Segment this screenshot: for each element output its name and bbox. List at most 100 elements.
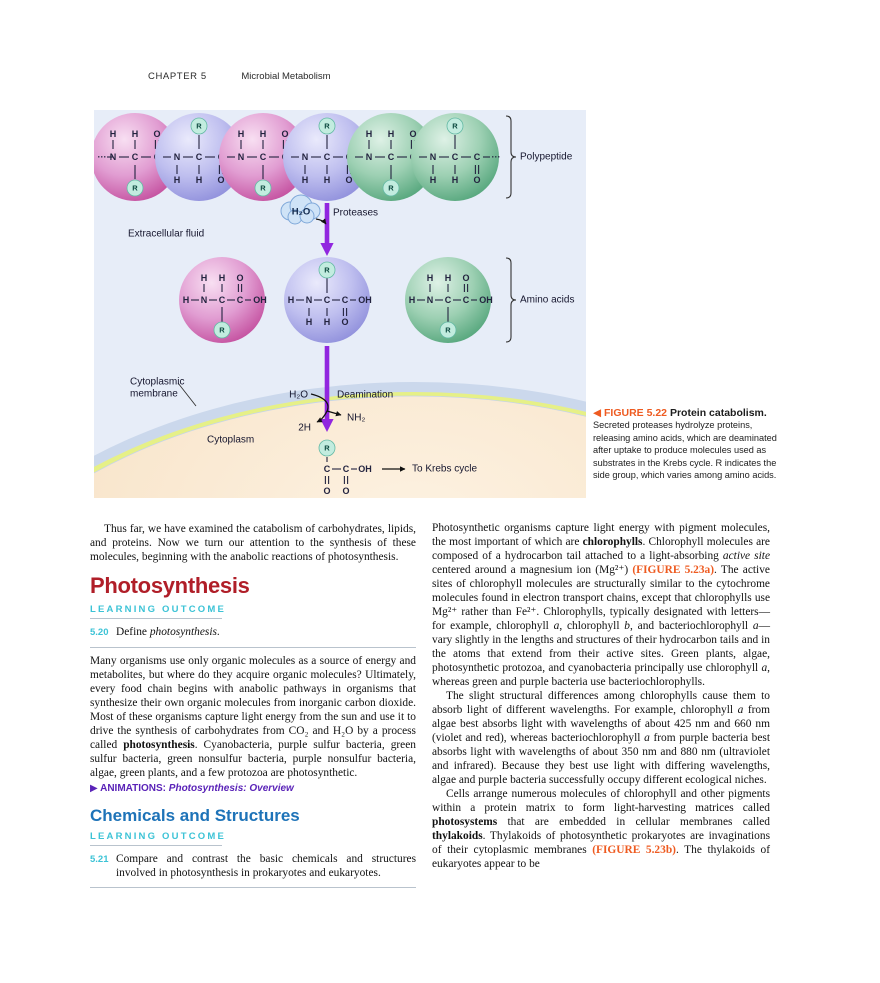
to-krebs-cycle-label: To Krebs cycle <box>412 464 477 475</box>
protease-arrow-head <box>320 243 334 256</box>
atom-label: N <box>306 295 313 305</box>
learning-outcome-item: 5.21 Compare and contrast the basic chem… <box>90 852 416 880</box>
section-heading-chemicals-structures: Chemicals and Structures <box>90 806 300 825</box>
bacterial-cell <box>94 382 586 498</box>
atom-label: N <box>430 152 437 162</box>
atom-label: OH <box>358 464 372 474</box>
atom-label: C <box>342 295 349 305</box>
uptake-arrow-head <box>320 419 334 432</box>
r-group-badge <box>213 321 231 339</box>
atom-label: H <box>445 273 452 283</box>
section-heading-photosynthesis: Photosynthesis <box>90 573 250 598</box>
atom-label: R <box>388 184 394 193</box>
cytoplasm-interior <box>94 395 586 498</box>
learning-outcome-item: 5.20 Define photosynthesis. <box>90 625 416 640</box>
h2o-deamination-label: H₂O <box>289 390 308 401</box>
atom-label: H <box>238 129 245 139</box>
learning-outcome-rule <box>90 845 222 846</box>
amino-acid-sphere <box>284 257 370 343</box>
atom-label: N <box>366 152 373 162</box>
membrane-pointer-line <box>177 382 197 407</box>
atom-label: H <box>306 317 313 327</box>
residue-sphere <box>347 113 435 201</box>
atom-label: N <box>302 152 309 162</box>
atom-label: H <box>430 175 437 185</box>
running-header: CHAPTER 5 Microbial Metabolism <box>148 71 331 82</box>
amino-acids-label: Amino acids <box>520 295 574 306</box>
deamination-curve-arrow <box>310 393 329 423</box>
atom-label: H <box>183 295 190 305</box>
atom-label: O <box>217 175 224 185</box>
atom-label: H <box>427 273 434 283</box>
atom-label: C <box>324 152 331 162</box>
chapter-title: Microbial Metabolism <box>241 71 331 82</box>
atom-label: H <box>452 175 459 185</box>
atom-label: R <box>445 326 451 335</box>
residue-sphere <box>411 113 499 201</box>
atom-label: H <box>366 129 373 139</box>
atom-label: O <box>323 486 330 496</box>
right-column: Photosynthetic organisms capture light e… <box>432 521 770 871</box>
animations-link[interactable]: ▶ ANIMATIONS: Photosynthesis: Overview <box>90 783 294 794</box>
atom-label: R <box>260 184 266 193</box>
figure-caption: ◀ FIGURE 5.22 Protein catabolism. Secret… <box>593 407 777 481</box>
atom-label: C <box>343 464 350 474</box>
outcome-text: Compare and contrast the basic chemicals… <box>116 853 416 879</box>
atom-label: O <box>473 175 480 185</box>
atom-label: C <box>463 295 470 305</box>
residue-sphere <box>283 113 371 201</box>
atom-label: O <box>341 317 348 327</box>
paragraph: The slight structural differences among … <box>432 690 770 786</box>
chain-continues-dots: ··· <box>98 152 107 162</box>
section-rule <box>90 647 416 648</box>
left-column: Thus far, we have examined the catabolis… <box>90 522 416 894</box>
paragraph: Many organisms use only organic molecule… <box>90 655 416 779</box>
h2o-label: H₂O <box>292 207 310 218</box>
atom-label: R <box>196 122 202 131</box>
r-group-badge <box>318 261 336 279</box>
atom-label: C <box>445 295 452 305</box>
atom-label: H <box>174 175 181 185</box>
r-group-badge <box>446 117 464 135</box>
atom-label: H <box>260 129 267 139</box>
amino-acid-sphere <box>179 257 265 343</box>
r-group-badge <box>126 179 144 197</box>
water-molecule-cloud: H₂O <box>280 194 321 225</box>
atom-label: C <box>324 464 331 474</box>
atom-label: N <box>201 295 208 305</box>
section-rule <box>90 887 416 888</box>
chapter-number: CHAPTER 5 <box>148 71 207 82</box>
atom-label: C <box>324 295 331 305</box>
atom-label: C <box>237 295 244 305</box>
atom-label: N <box>427 295 434 305</box>
atom-label: H <box>324 175 331 185</box>
atom-label: O <box>281 129 288 139</box>
atom-label: O <box>153 129 160 139</box>
atom-label: H <box>388 129 395 139</box>
cytoplasmic-membrane-label: membrane <box>130 389 178 400</box>
residue-sphere <box>219 113 307 201</box>
r-group-badge <box>439 321 457 339</box>
atom-label: H <box>219 273 226 283</box>
extracellular-fluid-label: Extracellular fluid <box>128 229 204 240</box>
cytoplasmic-membrane-label: Cytoplasmic <box>130 377 184 388</box>
atom-label: H <box>409 295 416 305</box>
atom-label: R <box>132 184 138 193</box>
learning-outcome-header: LEARNING OUTCOME <box>90 604 227 615</box>
deamination-label: Deamination <box>337 390 393 401</box>
atom-label: H <box>196 175 203 185</box>
paragraph: Photosynthetic organisms capture light e… <box>432 522 770 688</box>
learning-outcome-rule <box>90 618 222 619</box>
atom-label: O <box>345 175 352 185</box>
atom-label: C <box>452 152 459 162</box>
residue-sphere <box>94 113 179 201</box>
r-group-badge <box>318 117 336 135</box>
paragraph: Thus far, we have examined the catabolis… <box>90 523 416 563</box>
atom-label: OH <box>479 295 493 305</box>
amino-acids-bracket <box>505 257 517 343</box>
